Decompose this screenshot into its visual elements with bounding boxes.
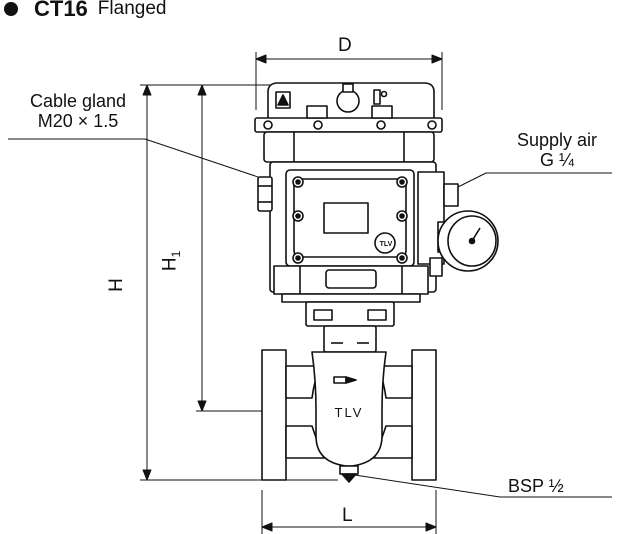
dimension-d-label: D (338, 35, 352, 56)
positioner-box (257, 161, 459, 303)
supply-air-line1: Supply air (516, 130, 598, 150)
dimension-l-label: L (342, 505, 353, 526)
dimension-h1-subscript: 1 (169, 250, 184, 258)
title: CT16 Flanged (4, 0, 166, 24)
bsp-label: BSP ½ (508, 476, 564, 496)
leader-lines (8, 138, 612, 498)
cable-gland-line2: M20 × 1.5 (37, 111, 119, 131)
dimension-h-label: H (105, 278, 127, 292)
dimension-lines (140, 52, 443, 534)
pressure-gauge (437, 210, 499, 272)
model-name: CT16 (34, 0, 88, 21)
dimension-h1-main: H (159, 257, 181, 272)
body-brand: TLV (335, 405, 364, 420)
supply-air-line2: G ¼ (539, 150, 574, 170)
supply-air-label: Supply air G ¼ (502, 130, 612, 170)
dimension-h1-label: H1 (159, 250, 186, 272)
actuator-top (254, 82, 443, 163)
yoke (305, 301, 395, 353)
cable-gland-label: Cable gland M20 × 1.5 (8, 91, 148, 131)
bullet-icon (4, 2, 18, 16)
brand-logo-small: TLV (380, 241, 393, 248)
cable-gland-line1: Cable gland (29, 91, 127, 111)
variant-name: Flanged (97, 0, 167, 19)
valve-body (261, 349, 437, 483)
